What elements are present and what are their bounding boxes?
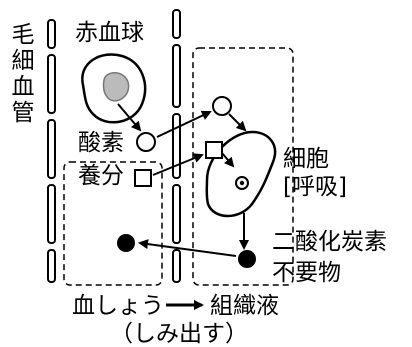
capillary-wall-left <box>47 19 56 283</box>
arrow-nutrient-to-cell <box>221 152 235 168</box>
waste-particle-left <box>117 234 135 252</box>
nutrients-label: 養分 <box>78 163 124 189</box>
arrow-oxygen-to-cell <box>228 113 247 132</box>
tissue-fluid-label: 組織液 <box>210 293 279 319</box>
arrow-rbc-to-oxygen <box>117 103 142 132</box>
nutrient-particle-right <box>205 141 223 159</box>
carbon-dioxide-label: 二酸化炭素 <box>272 229 387 255</box>
waste-particle-right <box>238 250 256 268</box>
capillary-wall-right <box>172 9 181 283</box>
arrow-oxygen-out <box>156 110 212 138</box>
tissue-fluid-region <box>192 47 294 286</box>
waste-label: 不要物 <box>272 260 341 286</box>
body-cell <box>205 130 277 218</box>
arrow-nutrient-out <box>152 153 204 176</box>
plasma-label: 血しょう <box>72 293 164 319</box>
arrow-waste-to-blood <box>138 239 237 257</box>
respiration-label: [呼吸] <box>283 174 347 200</box>
cell-label: 細胞 <box>283 146 329 172</box>
plasma-region <box>63 161 163 286</box>
oxygen-molecule-left <box>136 132 156 152</box>
seep-out-label: （しみ出す） <box>110 321 248 347</box>
oxygen-molecule-right <box>212 96 232 116</box>
nutrient-particle-left <box>134 169 152 187</box>
red-blood-cell-label: 赤血球 <box>75 20 144 46</box>
oxygen-label: 酸素 <box>78 130 124 156</box>
red-blood-cell <box>81 53 147 124</box>
capillary-label: 毛細血管 <box>7 22 33 126</box>
